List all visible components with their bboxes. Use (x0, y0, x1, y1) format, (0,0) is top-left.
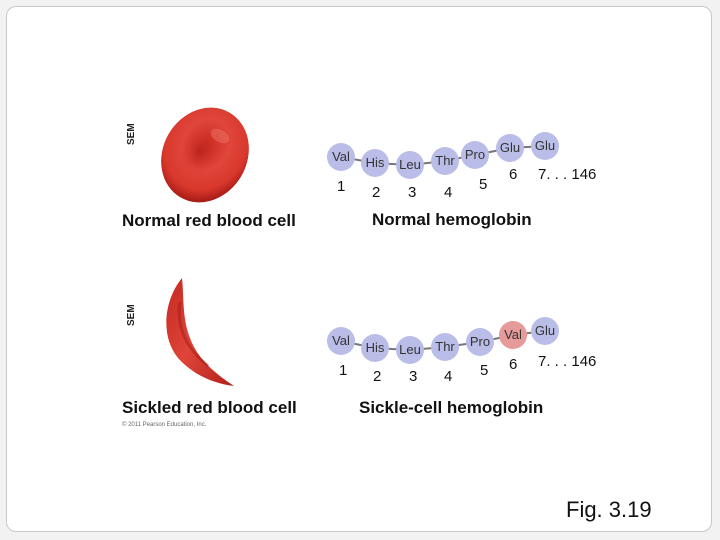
residue-thr: Thr (431, 333, 459, 361)
normal-cell-caption: Normal red blood cell (122, 211, 296, 230)
position-1: 1 (339, 362, 348, 379)
residue-val: Val (327, 327, 355, 355)
residue-pro: Pro (461, 141, 489, 169)
residue-pro: Pro (466, 328, 494, 356)
svg-text:Thr: Thr (435, 339, 455, 354)
svg-text:Glu: Glu (500, 140, 520, 155)
svg-text:Pro: Pro (470, 334, 490, 349)
position-4: 4 (444, 368, 453, 385)
copyright: © 2011 Pearson Education, Inc. (122, 422, 207, 428)
residue-val: Val (327, 143, 355, 171)
residue-leu: Leu (396, 336, 424, 364)
svg-text:Glu: Glu (535, 138, 555, 153)
svg-text:His: His (366, 340, 385, 355)
svg-text:Leu: Leu (399, 342, 421, 357)
position-7-146: 7. . . 146 (538, 353, 597, 370)
residue-thr: Thr (431, 147, 459, 175)
normal-hemoglobin-chain: Val His Leu Thr Pro Glu Glu (327, 132, 559, 179)
position-7-146: 7. . . 146 (538, 166, 597, 183)
sem-label-bottom: SEM (126, 304, 137, 326)
position-5: 5 (480, 362, 489, 379)
svg-text:Val: Val (332, 149, 350, 164)
residue-val-mutant: Val (499, 321, 527, 349)
position-5: 5 (479, 176, 488, 193)
residue-his: His (361, 149, 389, 177)
residue-leu: Leu (396, 151, 424, 179)
position-3: 3 (409, 368, 418, 385)
position-1: 1 (337, 178, 346, 195)
position-2: 2 (373, 368, 382, 385)
residue-his: His (361, 334, 389, 362)
sickled-cell-caption: Sickled red blood cell (122, 398, 297, 417)
position-4: 4 (444, 184, 453, 201)
position-2: 2 (372, 184, 381, 201)
position-6: 6 (509, 356, 518, 373)
svg-text:Thr: Thr (435, 153, 455, 168)
residue-glu-6: Glu (496, 134, 524, 162)
sickle-hemoglobin-chain: Val His Leu Thr Pro Val Glu (327, 317, 559, 364)
svg-text:Val: Val (332, 333, 350, 348)
normal-hemoglobin-caption: Normal hemoglobin (372, 210, 532, 229)
svg-text:Val: Val (504, 327, 522, 342)
residue-glu-7: Glu (531, 132, 559, 160)
svg-text:Pro: Pro (465, 147, 485, 162)
normal-red-blood-cell-image (161, 107, 249, 203)
svg-text:His: His (366, 155, 385, 170)
sem-label-top: SEM (126, 123, 137, 145)
figure-label: Fig. 3.19 (566, 497, 652, 522)
position-3: 3 (408, 184, 417, 201)
svg-text:Glu: Glu (535, 323, 555, 338)
residue-glu-7: Glu (531, 317, 559, 345)
sickled-red-blood-cell-image (166, 278, 234, 386)
sickle-hemoglobin-caption: Sickle-cell hemoglobin (359, 398, 544, 417)
position-6: 6 (509, 166, 518, 183)
svg-text:Leu: Leu (399, 157, 421, 172)
slide (6, 6, 712, 532)
